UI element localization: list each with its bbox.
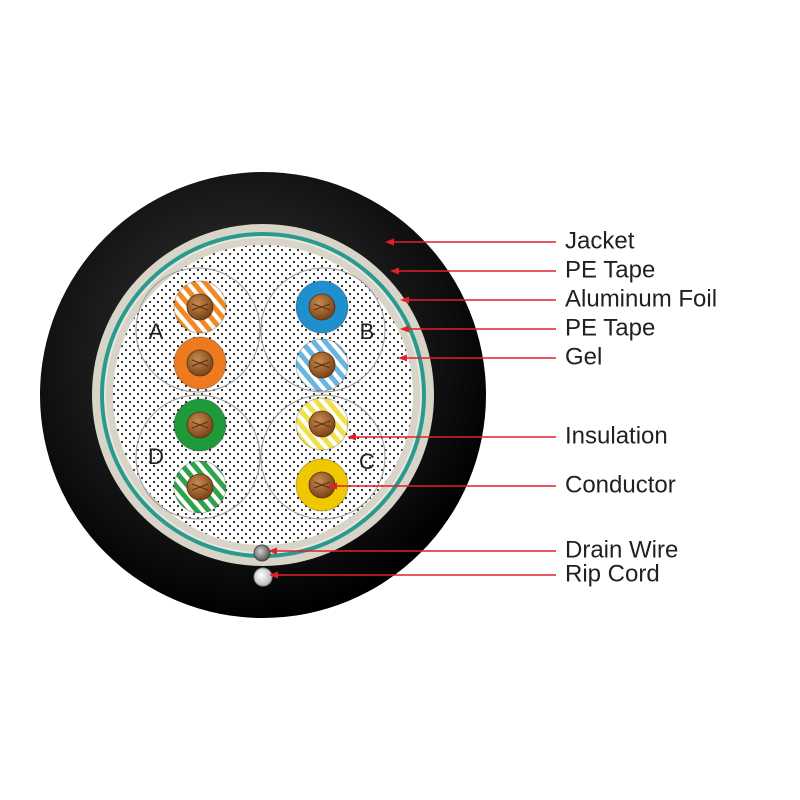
arrowhead: [390, 267, 399, 275]
insulated-wire: [295, 397, 349, 451]
pair-letter: A: [149, 319, 164, 344]
pair-a: A: [135, 267, 261, 393]
pair-boundary: [260, 394, 386, 520]
callout-label: Insulation: [565, 422, 668, 449]
callout-insulation: Insulation: [347, 422, 668, 449]
pair-boundary: [260, 267, 386, 393]
arrowhead: [400, 296, 409, 304]
callout-gel: Gel: [398, 343, 602, 370]
callout-rip-cord: Rip Cord: [269, 560, 660, 587]
callout-label: Conductor: [565, 471, 676, 498]
insulated-wire: [295, 280, 349, 334]
pair-d: D: [135, 394, 261, 520]
callout-label: Drain Wire: [565, 536, 678, 563]
conductor-strand: [191, 359, 209, 367]
callout-pe-tape-inner: PE Tape: [400, 314, 655, 341]
conductor-strand: [191, 483, 209, 491]
drain-wire: [253, 544, 271, 562]
callout-label: Jacket: [565, 227, 635, 254]
arrowhead: [347, 433, 356, 441]
rip-cord: [253, 567, 273, 587]
conductor-strand: [191, 303, 209, 311]
conductor-strand: [313, 361, 331, 369]
insulated-wire: [173, 460, 227, 514]
twisted-pairs: A B C D: [135, 267, 386, 520]
pair-letter: C: [359, 449, 375, 474]
arrowhead: [268, 547, 277, 555]
callout-label: Rip Cord: [565, 560, 660, 587]
conductor-strand: [313, 303, 331, 311]
insulated-wire: [295, 458, 349, 512]
pair-letter: B: [360, 319, 375, 344]
callout-label: PE Tape: [565, 256, 655, 283]
conductor-strand: [313, 420, 331, 428]
callout-label: Aluminum Foil: [565, 285, 717, 312]
arrowhead: [398, 354, 407, 362]
arrowhead: [269, 571, 278, 579]
insulated-wire: [173, 336, 227, 390]
arrowhead: [385, 238, 394, 246]
pair-boundary: [135, 394, 261, 520]
conductor-strand: [313, 481, 331, 489]
callout-conductor: Conductor: [328, 471, 676, 498]
callout-aluminum-foil: Aluminum Foil: [400, 285, 717, 312]
insulated-wire: [295, 338, 349, 392]
callout-drain-wire: Drain Wire: [268, 536, 678, 563]
insulated-wire: [173, 280, 227, 334]
callout-jacket: Jacket: [385, 227, 635, 254]
callout-label: PE Tape: [565, 314, 655, 341]
pair-b: B: [260, 267, 386, 393]
insulated-wire: [173, 398, 227, 452]
callout-label: Gel: [565, 343, 602, 370]
pair-c: C: [260, 394, 386, 520]
callout-pe-tape-outer: PE Tape: [390, 256, 655, 283]
conductor-strand: [191, 421, 209, 429]
arrowhead: [328, 482, 337, 490]
pair-boundary: [135, 267, 261, 393]
pair-letter: D: [148, 444, 164, 469]
arrowhead: [400, 325, 409, 333]
